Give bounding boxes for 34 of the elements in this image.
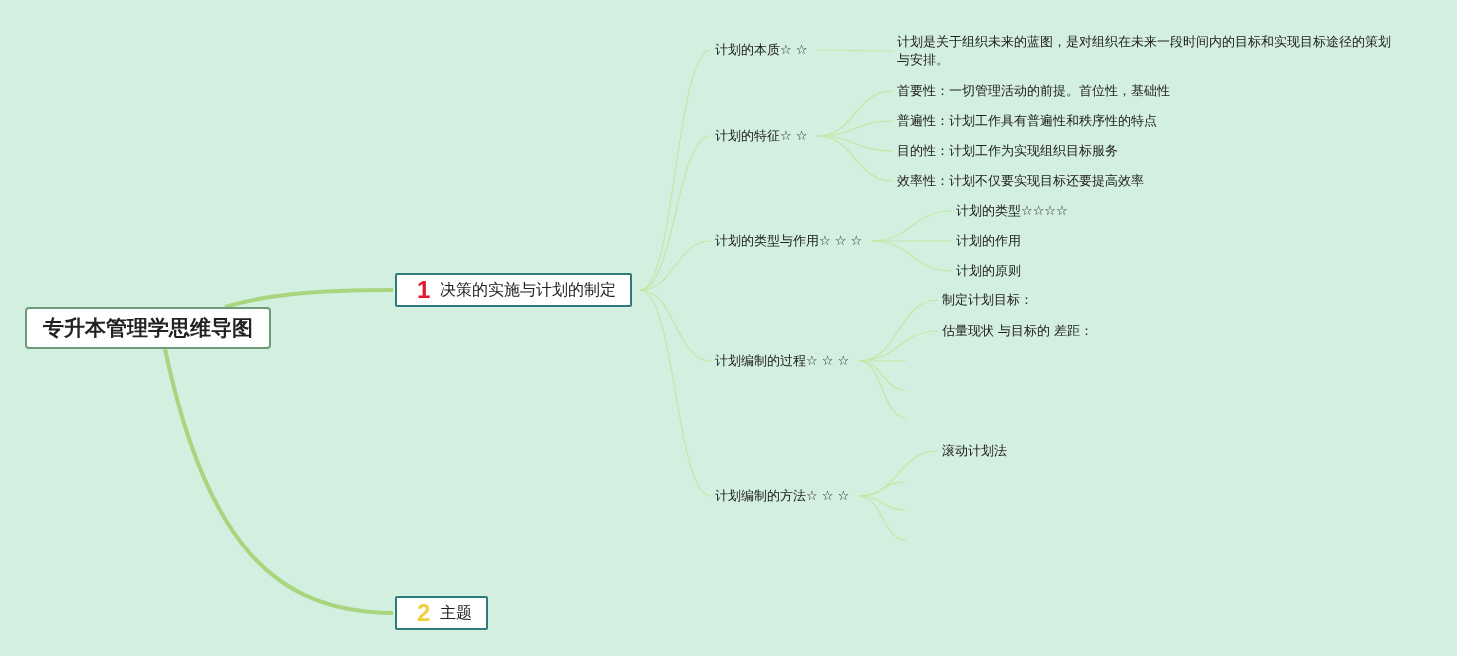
branch-line <box>163 348 394 615</box>
branch-line <box>224 288 393 309</box>
branch-label: 目的性：计划工作为实现组织目标服务 <box>895 140 1120 162</box>
branch-label: 估量现状 与目标的 差距： <box>940 320 1096 342</box>
branch-label: 计划的特征☆ ☆ <box>713 125 810 147</box>
branch-label: 计划的原则 <box>954 260 1023 282</box>
branch-line <box>871 240 953 272</box>
branch-label: 制定计划目标： <box>940 289 1035 311</box>
topic-label: 主题 <box>440 604 473 622</box>
branch-line <box>858 360 907 419</box>
topic-box <box>395 596 489 630</box>
branch-line <box>816 49 894 52</box>
branch-label: 首要性：一切管理活动的前提。首位性，基础性 <box>895 80 1172 102</box>
priority-number: 2 <box>417 604 431 622</box>
branch-label: 计划是关于组织未来的蓝图，是对组织在未来一段时间内的目标和实现目标途径的策划与安排。 <box>895 31 1399 71</box>
branch-label: 普遍性：计划工作具有普遍性和秩序性的特点 <box>895 110 1159 132</box>
central-topic: 专升本管理学思维导图 <box>25 307 271 349</box>
topic-box <box>395 273 633 307</box>
branch-line <box>816 135 894 182</box>
branch-label: 计划的类型☆☆☆☆ <box>954 200 1070 222</box>
branch-label: 计划的本质☆ ☆ <box>713 39 810 61</box>
branch-label: 效率性：计划不仅要实现目标还要提高效率 <box>895 170 1146 192</box>
branch-line <box>816 135 894 152</box>
branch-label: 计划的类型与作用☆ ☆ ☆ <box>713 230 865 252</box>
branch-label: 计划的作用 <box>954 230 1023 252</box>
topic-label: 决策的实施与计划的制定 <box>440 281 617 299</box>
branch-label: 滚动计划法 <box>940 440 1009 462</box>
branch-line <box>858 495 907 541</box>
branch-line <box>858 481 907 497</box>
branch-line <box>858 495 907 511</box>
branch-label: 计划编制的过程☆ ☆ ☆ <box>713 350 852 372</box>
branch-label: 计划编制的方法☆ ☆ ☆ <box>713 485 852 507</box>
priority-number: 1 <box>417 281 431 299</box>
branch-line <box>858 360 907 391</box>
